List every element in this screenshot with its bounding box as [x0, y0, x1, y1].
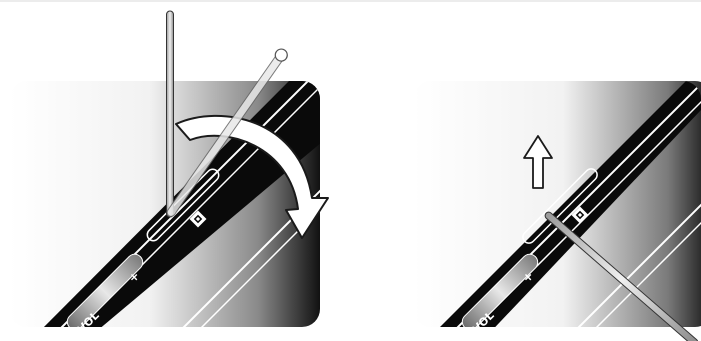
up-arrow-icon — [523, 135, 553, 189]
panel-step-rotate: VOL + — [9, 10, 329, 327]
volume-button — [66, 253, 144, 327]
sim-eject-pin-icon — [544, 211, 699, 341]
sim-eject-pin-icon — [166, 10, 288, 218]
trim-line — [582, 188, 701, 327]
volume-button — [461, 253, 539, 327]
trim-line — [564, 170, 701, 327]
sim-slot — [522, 168, 598, 244]
panel-step-remove: VOL + — [413, 81, 701, 341]
sim-card-icon — [571, 206, 589, 224]
device-edge — [426, 81, 701, 327]
